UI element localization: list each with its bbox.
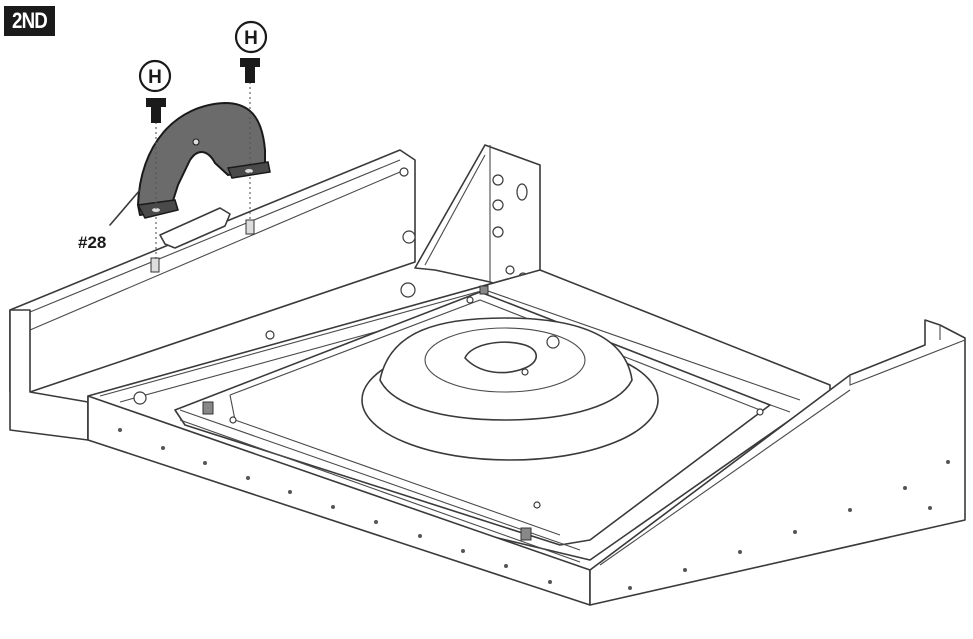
corner-bracket (414, 144, 541, 301)
alignment-guides (155, 82, 251, 260)
hardware-callout-right: H (234, 20, 268, 54)
hardware-callout-right-text: H (244, 28, 258, 49)
turntable-bowl (361, 317, 659, 461)
part-28-label: #28 (78, 233, 106, 252)
step-badge: 2ND (4, 6, 55, 36)
hardware-callout-left: H (138, 59, 172, 93)
right-side-panel (589, 319, 966, 606)
frame-fasteners (150, 219, 532, 541)
part-28-leader (109, 189, 141, 226)
part-28-shield (136, 102, 271, 219)
screw-left (146, 98, 166, 123)
back-wall-panel (9, 149, 416, 393)
hardware-callout-left-text: H (148, 67, 162, 88)
screw-right (240, 58, 260, 83)
